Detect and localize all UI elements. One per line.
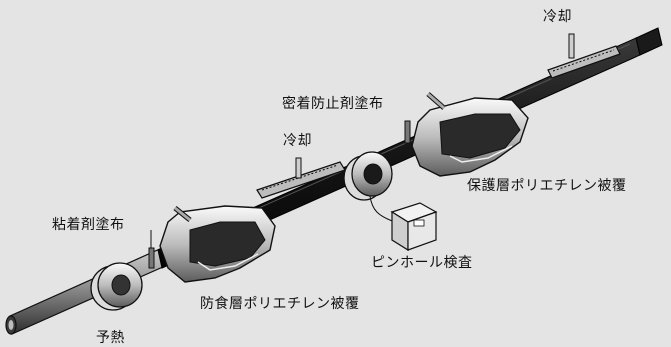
pinhole-inspection-ring (343, 151, 396, 223)
protective-extrusion-die (411, 92, 529, 177)
anticorrosion-extrusion-die (159, 205, 276, 283)
cooling-bar-right (547, 33, 621, 79)
anti-adhesion-nozzle (404, 120, 411, 144)
pinhole-inspection-box (390, 202, 438, 252)
adhesive-nozzle (148, 230, 155, 269)
label-adhesive-coating: 粘着剤塗布 (52, 217, 125, 233)
label-pinhole-inspection: ピンホール検査 (371, 255, 473, 271)
preheat-ring (90, 262, 143, 311)
label-anti-adhesion-coating: 密着防止剤塗布 (282, 96, 384, 112)
label-cooling-right: 冷却 (543, 9, 572, 25)
label-preheat: 予熱 (96, 330, 125, 346)
label-anticorrosion-pe-coating: 防食層ポリエチレン被覆 (200, 296, 360, 312)
label-protective-pe-coating: 保護層ポリエチレン被覆 (467, 178, 627, 194)
label-cooling-middle: 冷却 (283, 133, 312, 149)
